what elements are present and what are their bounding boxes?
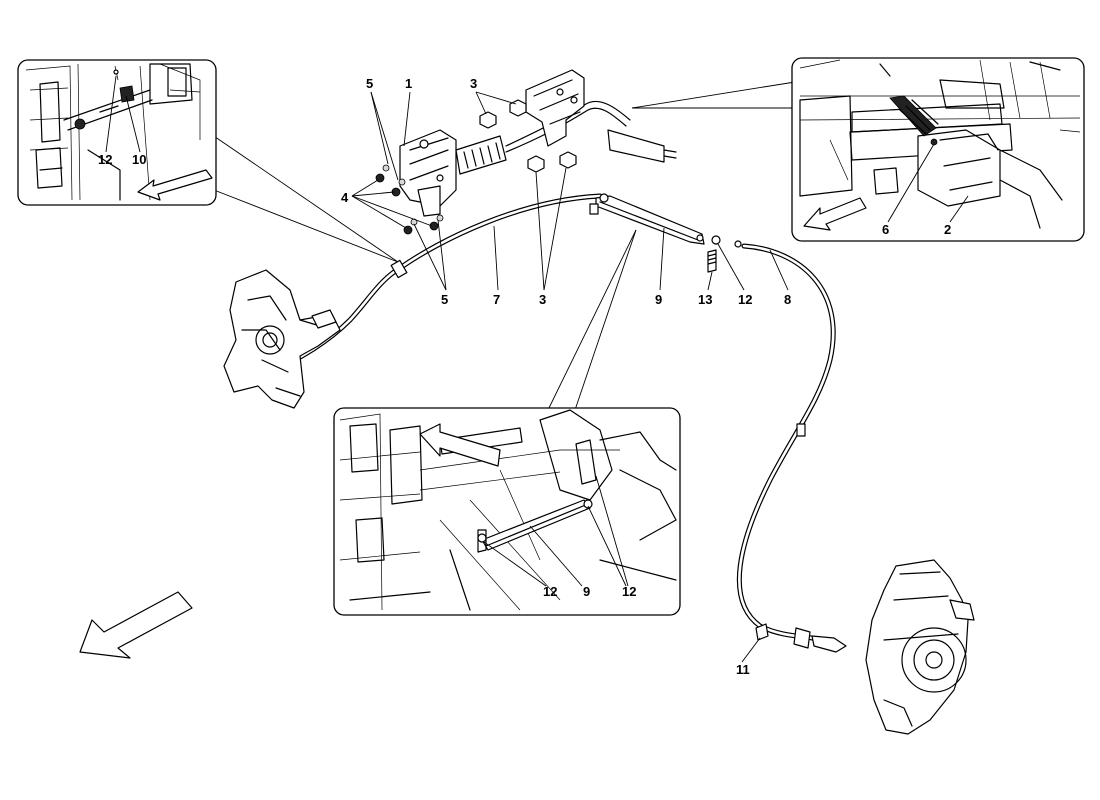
callout-10: 10 bbox=[132, 152, 146, 167]
callout-8: 8 bbox=[784, 292, 791, 307]
callout-labels: 1 5 3 4 5 7 3 9 13 12 8 11 bbox=[341, 76, 791, 677]
callout-1: 1 bbox=[405, 76, 412, 91]
front-wheel-hub-carrier bbox=[223, 269, 341, 409]
callout-3-mid: 3 bbox=[539, 292, 546, 307]
callout-12-top-left: 12 bbox=[98, 152, 112, 167]
nuts-and-screws bbox=[375, 99, 577, 235]
inset-top-right: 6 2 bbox=[791, 57, 1085, 242]
inset-top-left-drawing bbox=[25, 63, 201, 201]
callout-12-main: 12 bbox=[738, 292, 752, 307]
callout-13: 13 bbox=[698, 292, 712, 307]
brake-actuator bbox=[399, 100, 677, 217]
callout-9-inset: 9 bbox=[583, 584, 590, 599]
callout-7: 7 bbox=[493, 292, 500, 307]
callout-4: 4 bbox=[341, 190, 349, 205]
fastener-parts bbox=[707, 235, 769, 641]
inset-top-left: 12 10 bbox=[17, 59, 217, 206]
callout-11: 11 bbox=[736, 662, 750, 677]
inset-leader-lines bbox=[204, 81, 796, 411]
callout-2: 2 bbox=[944, 222, 951, 237]
hollow-arrow-up-left-icon bbox=[803, 197, 867, 231]
callout-12-inset-a: 12 bbox=[543, 584, 557, 599]
callout-5-top: 5 bbox=[366, 76, 373, 91]
inset-bottom-center: 12 9 12 bbox=[333, 407, 681, 616]
front-direction-arrow-icon bbox=[79, 591, 193, 659]
actuator-mounting-bracket bbox=[525, 69, 585, 147]
equalizer-bracket bbox=[589, 193, 705, 245]
callout-leaders bbox=[351, 91, 789, 663]
hollow-arrow-right-icon bbox=[419, 423, 501, 467]
callout-12-inset-b: 12 bbox=[622, 584, 636, 599]
callout-3-top: 3 bbox=[470, 76, 477, 91]
rear-wheel-hub-carrier bbox=[865, 559, 975, 735]
equalizer-bracket-inset bbox=[477, 499, 593, 553]
hollow-arrow-left-icon bbox=[137, 169, 213, 201]
callout-6: 6 bbox=[882, 222, 889, 237]
callout-5-mid: 5 bbox=[441, 292, 448, 307]
inset-top-right-drawing bbox=[799, 59, 1081, 229]
inset-bottom-center-drawing bbox=[339, 409, 677, 611]
callout-9-main: 9 bbox=[655, 292, 662, 307]
